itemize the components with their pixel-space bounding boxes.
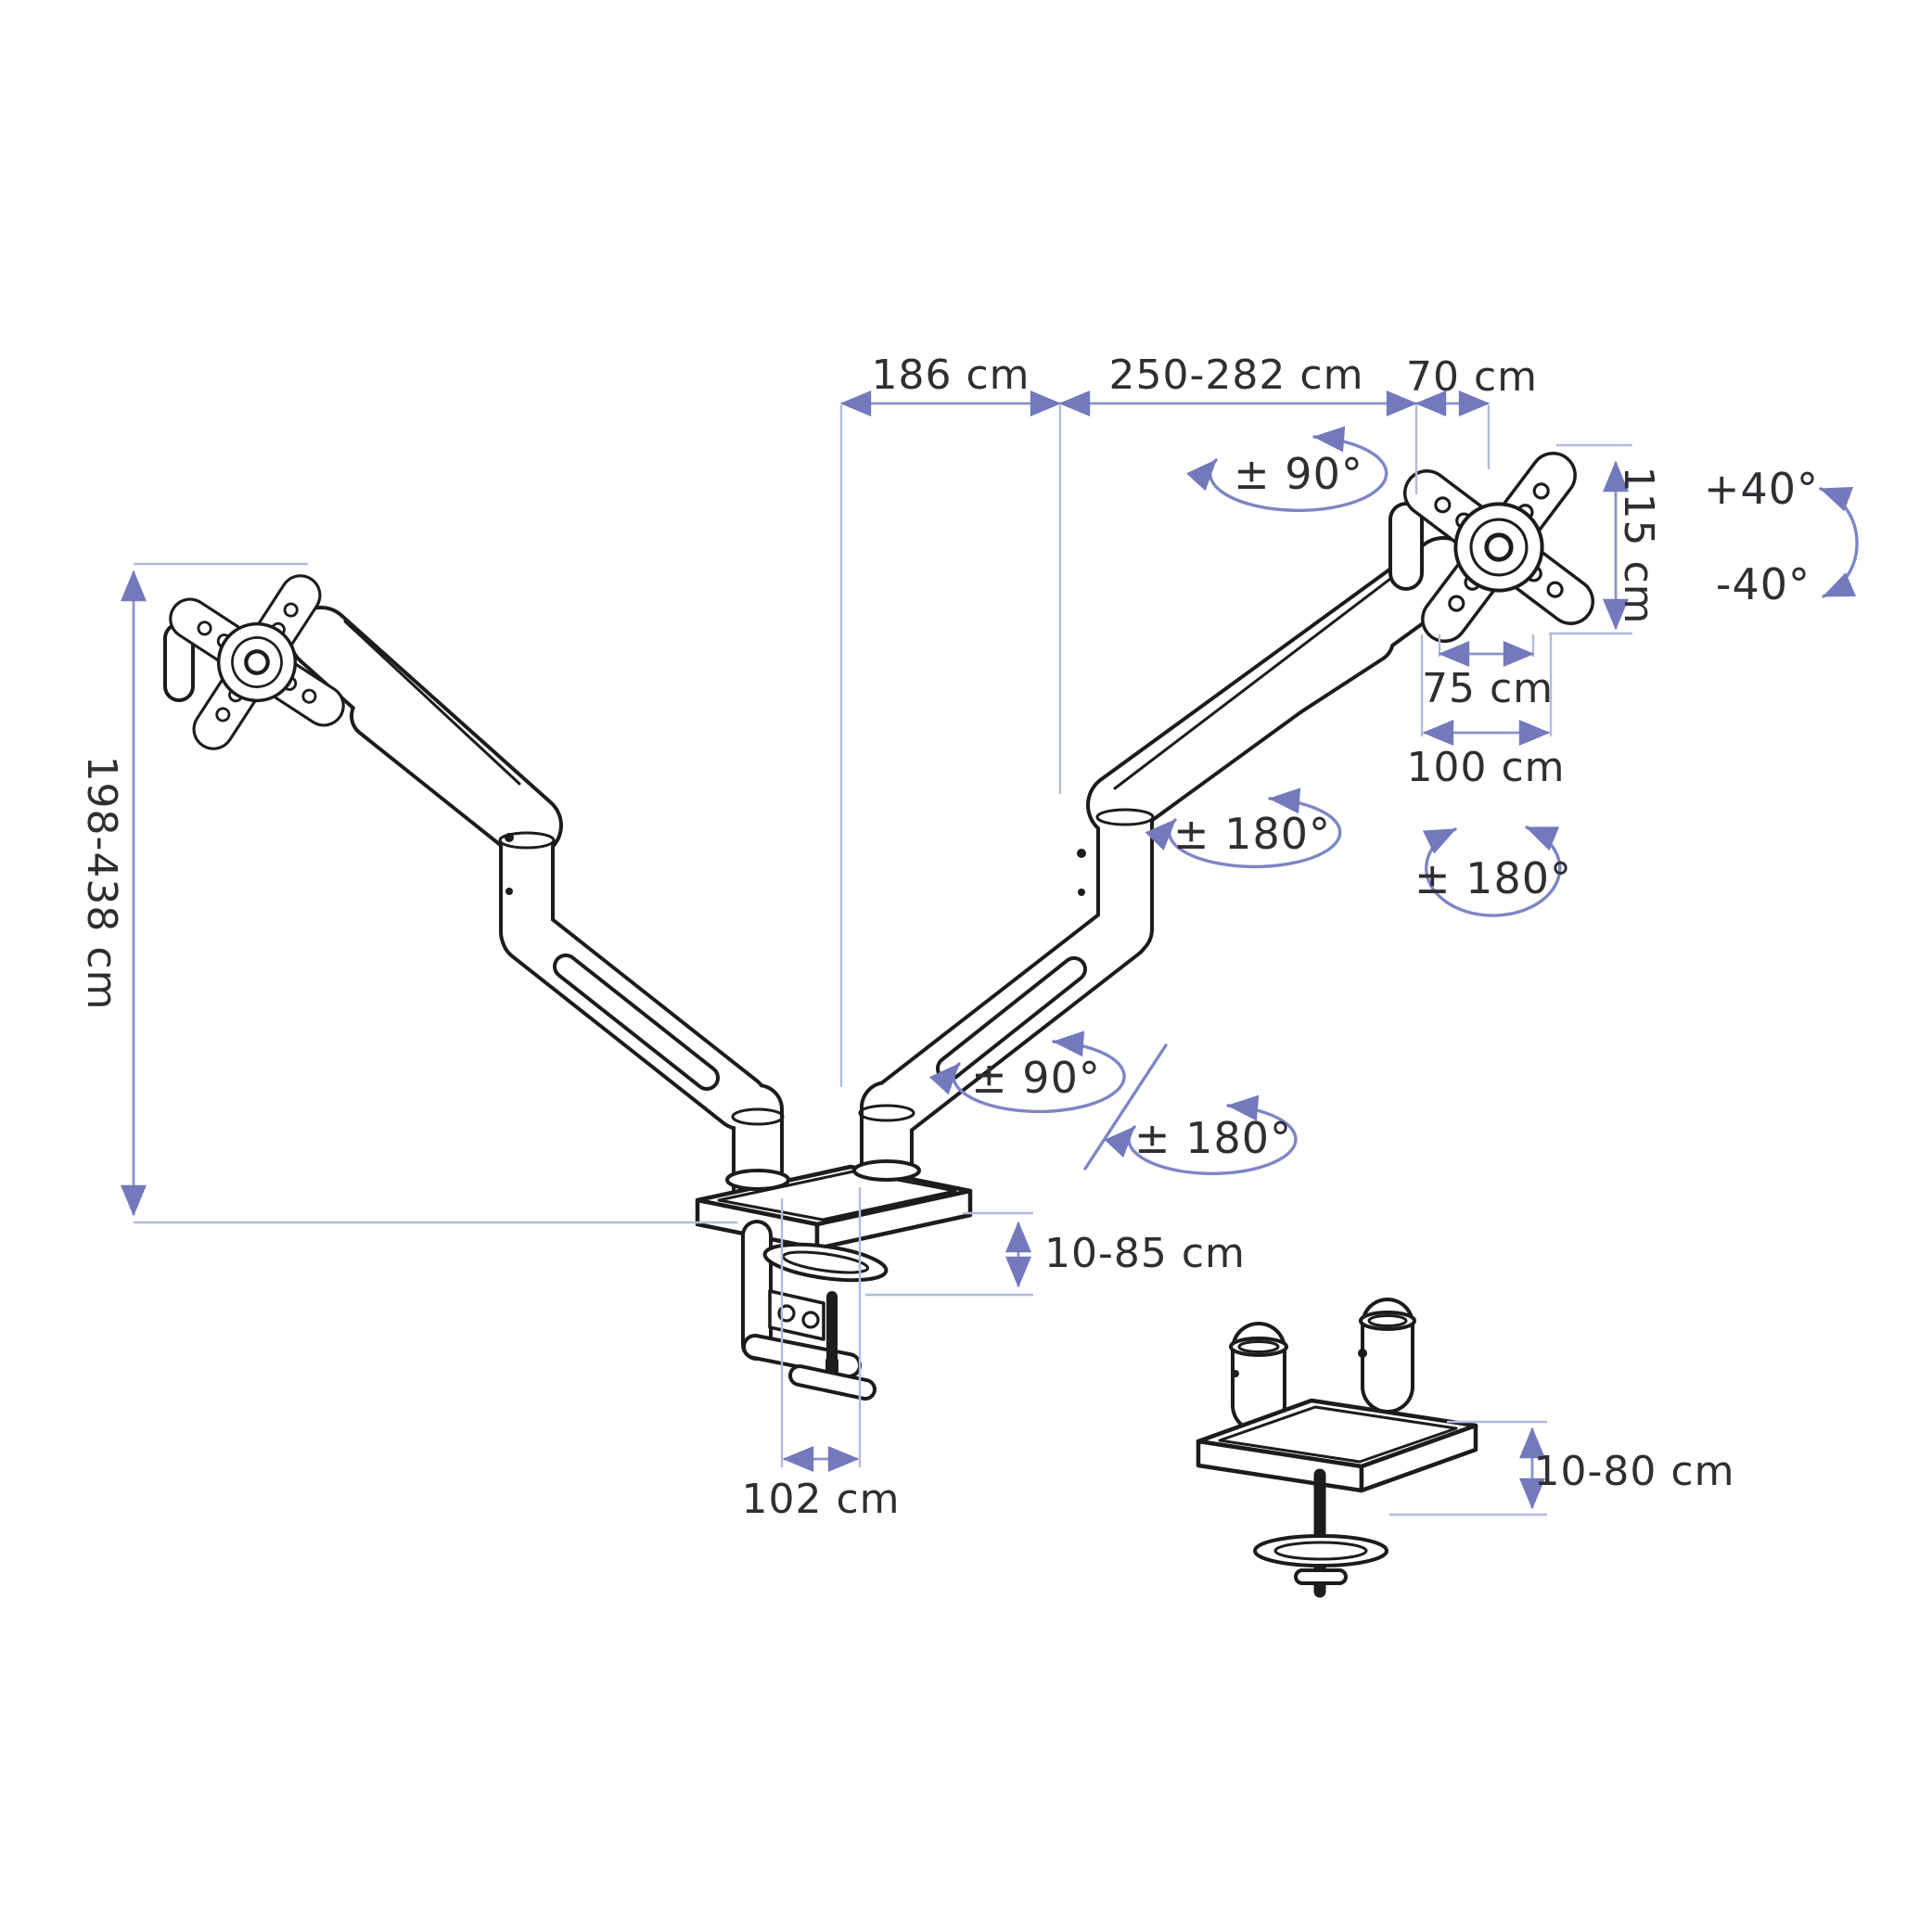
dimension-label-75cm: 75 cm: [1422, 665, 1554, 712]
clamp-screw: [741, 1220, 889, 1401]
rotation-base: ± 180°: [1083, 1043, 1298, 1176]
left-arm-assembly: [288, 606, 785, 1221]
dimension-102: 102 cm: [741, 1187, 900, 1523]
dimension-label-70cm: 70 cm: [1406, 353, 1538, 401]
tilt-arc: [1819, 487, 1859, 598]
rotation-label-vesa-rotation: ± 180°: [1414, 853, 1572, 903]
vesa-plate-left: [163, 595, 324, 729]
dimension-label-10-85cm: 10-85 cm: [1044, 1230, 1246, 1277]
dimension-250-282: 250-282 cm: [1058, 352, 1418, 494]
grommet-mount: [1196, 1298, 1478, 1598]
dimension-label-250-282cm: 250-282 cm: [1109, 352, 1364, 399]
rotation-upper-joint: ± 180°: [1145, 787, 1342, 869]
dimension-label-100cm: 100 cm: [1406, 744, 1565, 791]
tilt-annotation: +40° -40°: [1704, 464, 1859, 609]
dimension-70: 70 cm: [1406, 353, 1538, 469]
rotation-label-arm-swivel: ± 90°: [971, 1053, 1101, 1103]
dimension-115: 115 cm: [1549, 443, 1662, 635]
dimension-label-115cm: 115 cm: [1615, 466, 1662, 624]
vesa-plate-right: [1388, 475, 1571, 619]
dimension-100: 100 cm: [1406, 634, 1565, 791]
dimension-10-80: 10-80 cm: [1389, 1420, 1735, 1516]
dimension-186: 186 cm: [839, 352, 1062, 1087]
rotation-arm-swivel: ± 90°: [928, 1030, 1126, 1114]
tilt-up-label: +40°: [1704, 464, 1819, 514]
dimension-label-186cm: 186 cm: [871, 352, 1030, 399]
dimension-label-102cm: 102 cm: [741, 1476, 900, 1523]
dimension-label-198-438cm: 198-438 cm: [78, 756, 125, 1011]
rotation-label-upper-joint: ± 180°: [1173, 809, 1331, 859]
dimension-198-438: 198-438 cm: [78, 562, 737, 1224]
rotation-vesa-rotation: ± 180°: [1414, 825, 1572, 917]
rotation-label-base: ± 180°: [1134, 1113, 1292, 1163]
dimension-label-10-80cm: 10-80 cm: [1534, 1448, 1735, 1495]
rotation-label-vesa-swivel: ± 90°: [1234, 449, 1363, 499]
dimension-10-85: 10-85 cm: [865, 1211, 1246, 1297]
tilt-down-label: -40°: [1716, 559, 1810, 609]
dimension-75: 75 cm: [1422, 634, 1554, 712]
rotation-vesa-swivel: ± 90°: [1186, 426, 1388, 513]
